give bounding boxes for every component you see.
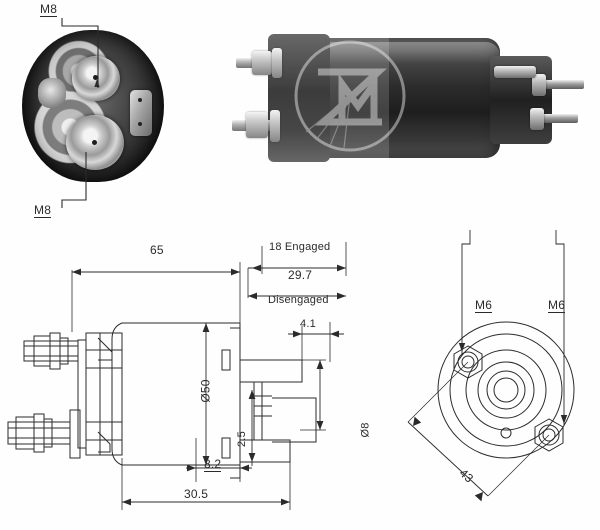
dimension-label-30-5: 30.5 <box>184 487 209 501</box>
callout-m8-bottom: M8 <box>34 203 52 218</box>
main-solenoid-photo <box>232 18 588 178</box>
dimension-label-18-engaged: 18 Engaged <box>269 241 331 253</box>
dimension-label-8-2: 8.2 <box>204 457 222 472</box>
end-view-callout-leaders <box>61 18 100 208</box>
mounting-stud-upper <box>538 80 584 89</box>
mounting-nut-upper <box>532 74 546 96</box>
note-label-disengaged: Disengaged <box>268 294 329 306</box>
solenoid-body <box>310 38 500 158</box>
terminal-center-top <box>93 75 98 80</box>
dimension-label-29-7: 29.7 <box>288 268 313 282</box>
dimension-label-2-5: 2.5 <box>235 431 248 447</box>
connector-strap <box>494 66 536 78</box>
terminal-washer-lower <box>270 110 280 142</box>
terminal-center-bottom <box>92 140 97 145</box>
photo-highlight <box>232 18 389 178</box>
dimension-label-4-1: 4.1 <box>300 318 316 330</box>
dimension-label-65: 65 <box>150 243 164 257</box>
terminal-washer-upper <box>272 48 282 78</box>
dimension-label-dia-50: Ø50 <box>198 379 213 403</box>
terminal-stud-bottom <box>66 115 124 170</box>
callout-m8-top: M8 <box>40 2 58 17</box>
solenoid-end-face <box>22 30 164 182</box>
end-face-tab <box>38 78 66 108</box>
callout-m6-left: M6 <box>475 298 493 313</box>
mounting-stud-lower <box>538 114 578 123</box>
zm-logo-watermark <box>294 40 406 152</box>
terminal-nut-lower <box>246 112 268 138</box>
terminal-nut-upper <box>252 51 272 75</box>
mounting-nut-lower <box>530 108 544 130</box>
engineering-drawing <box>7 230 575 510</box>
side-bracket <box>130 90 152 136</box>
terminal-stud-top <box>72 56 120 101</box>
callout-m6-right: M6 <box>548 298 566 313</box>
end-view-photo <box>8 22 178 192</box>
dimension-label-dia-8: Ø8 <box>359 422 372 438</box>
